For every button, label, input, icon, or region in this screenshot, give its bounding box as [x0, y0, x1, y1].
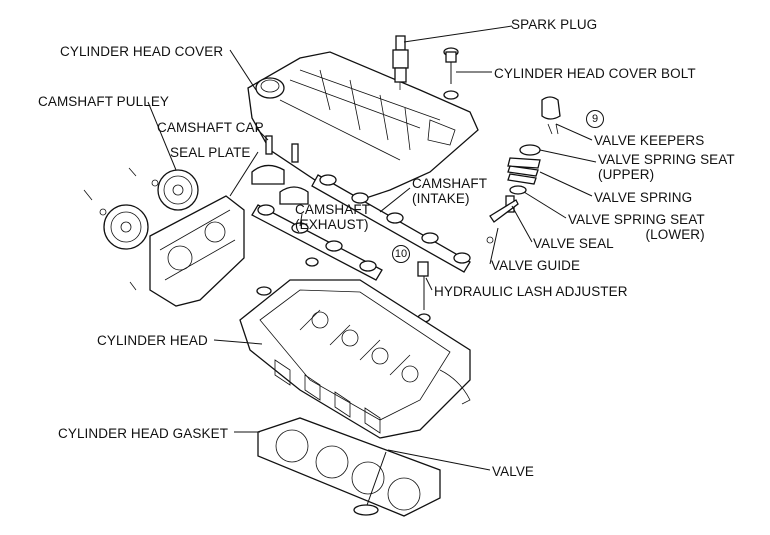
cylinder-head-drawing	[239, 257, 471, 439]
label-valve-guide: VALVE GUIDE	[491, 258, 581, 273]
seal-plate-drawing	[129, 195, 245, 307]
label-camshaft-pulley: CAMSHAFT PULLEY	[38, 94, 170, 109]
valve-drawing	[353, 451, 387, 516]
label-cylinder-head-cover-bolt: CYLINDER HEAD COVER BOLT	[494, 66, 696, 81]
label-valve-spring: VALVE SPRING	[594, 190, 693, 205]
cover-bolt-drawing	[443, 47, 459, 100]
label-camshaft-exhaust: CAMSHAFT (EXHAUST)	[295, 202, 371, 232]
camshafts-drawing	[251, 174, 471, 281]
label-camshaft-intake: CAMSHAFT (INTAKE)	[412, 176, 488, 206]
valve-train-drawing	[486, 96, 561, 244]
spark-plug-drawing	[392, 35, 409, 90]
label-valve-keepers: VALVE KEEPERS	[594, 133, 705, 148]
camshaft-cap-drawing	[251, 135, 309, 205]
camshaft-pulleys-drawing	[83, 167, 199, 250]
callout-9: 9	[586, 110, 604, 128]
label-spark-plug: SPARK PLUG	[511, 17, 598, 32]
callout-10: 10	[392, 245, 410, 263]
lash-adjuster-drawing	[417, 261, 431, 323]
label-valve: VALVE	[492, 464, 535, 479]
label-hydraulic-lash-adjuster: HYDRAULIC LASH ADJUSTER	[434, 284, 628, 299]
label-seal-plate: SEAL PLATE	[170, 145, 251, 160]
label-cylinder-head-gasket: CYLINDER HEAD GASKET	[58, 426, 229, 441]
label-valve-spring-seat-upper: VALVE SPRING SEAT (UPPER)	[598, 152, 735, 182]
label-cylinder-head-cover: CYLINDER HEAD COVER	[60, 44, 224, 59]
label-camshaft-cap: CAMSHAFT CAP	[157, 120, 264, 135]
label-valve-spring-seat-lower: VALVE SPRING SEAT (LOWER)	[568, 212, 705, 242]
leader-lines	[147, 25, 597, 471]
label-cylinder-head: CYLINDER HEAD	[97, 333, 208, 348]
head-gasket-drawing	[257, 417, 441, 517]
label-valve-seal: VALVE SEAL	[533, 236, 614, 251]
